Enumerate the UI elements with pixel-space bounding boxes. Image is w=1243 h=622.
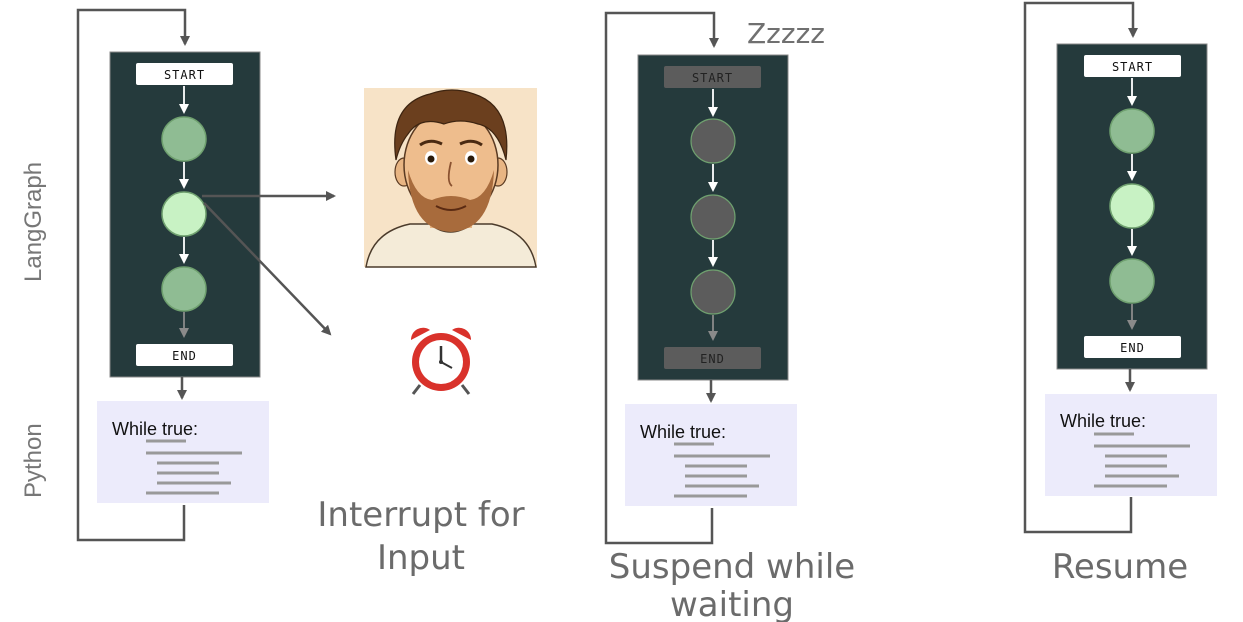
graph-node-2-active (1109, 183, 1155, 229)
end-node-label: END (172, 349, 197, 363)
alarm-clock-icon (410, 327, 472, 395)
sleeping-zzz-text: Zzzzz (747, 17, 825, 50)
suspend-caption-line1: Suspend while (609, 547, 855, 587)
end-node-label: END (700, 352, 725, 366)
end-node-label: END (1120, 341, 1145, 355)
graph-node-1 (1109, 108, 1155, 154)
graph-node-1 (161, 116, 207, 162)
arrow-to-clock (203, 202, 332, 336)
graph-node-1-suspended (690, 118, 736, 164)
resume-caption: Resume (1052, 547, 1188, 587)
code-lines (1094, 432, 1190, 488)
start-node-label: START (692, 71, 733, 85)
loop-connector (1023, 1, 1138, 534)
code-lines (146, 439, 242, 495)
langgraph-side-label: LangGraph (20, 162, 47, 282)
loop-connector (76, 8, 190, 542)
start-node (136, 63, 233, 85)
graph-node-3-suspended (690, 269, 736, 315)
end-node (136, 344, 233, 366)
python-loop-label: While true: (112, 419, 198, 439)
python-side-label: Python (20, 423, 47, 498)
graph-node-3 (161, 266, 207, 312)
suspend-caption-line2: waiting (670, 585, 794, 622)
python-loop-label: While true: (640, 422, 726, 442)
end-node (664, 347, 761, 369)
code-lines (674, 442, 770, 498)
resume-panel: START END While true: Resume (1023, 1, 1217, 587)
start-node-label: START (1112, 60, 1153, 74)
end-node (1084, 336, 1181, 358)
interrupt-caption-line2: Input (377, 538, 465, 578)
interrupt-caption-line1: Interrupt for (317, 495, 524, 535)
loop-connector (604, 11, 719, 545)
start-node (664, 66, 761, 88)
start-node-label: START (164, 68, 205, 82)
interrupt-panel: START END While true: (76, 8, 537, 578)
graph-node-3 (1109, 258, 1155, 304)
bearded-man-portrait-icon (364, 88, 537, 268)
start-node (1084, 55, 1181, 77)
graph-node-2-suspended (690, 194, 736, 240)
suspend-panel: Zzzzz START END While true: Suspend whil… (604, 11, 855, 622)
graph-node-2-active (161, 191, 207, 237)
python-loop-label: While true: (1060, 411, 1146, 431)
